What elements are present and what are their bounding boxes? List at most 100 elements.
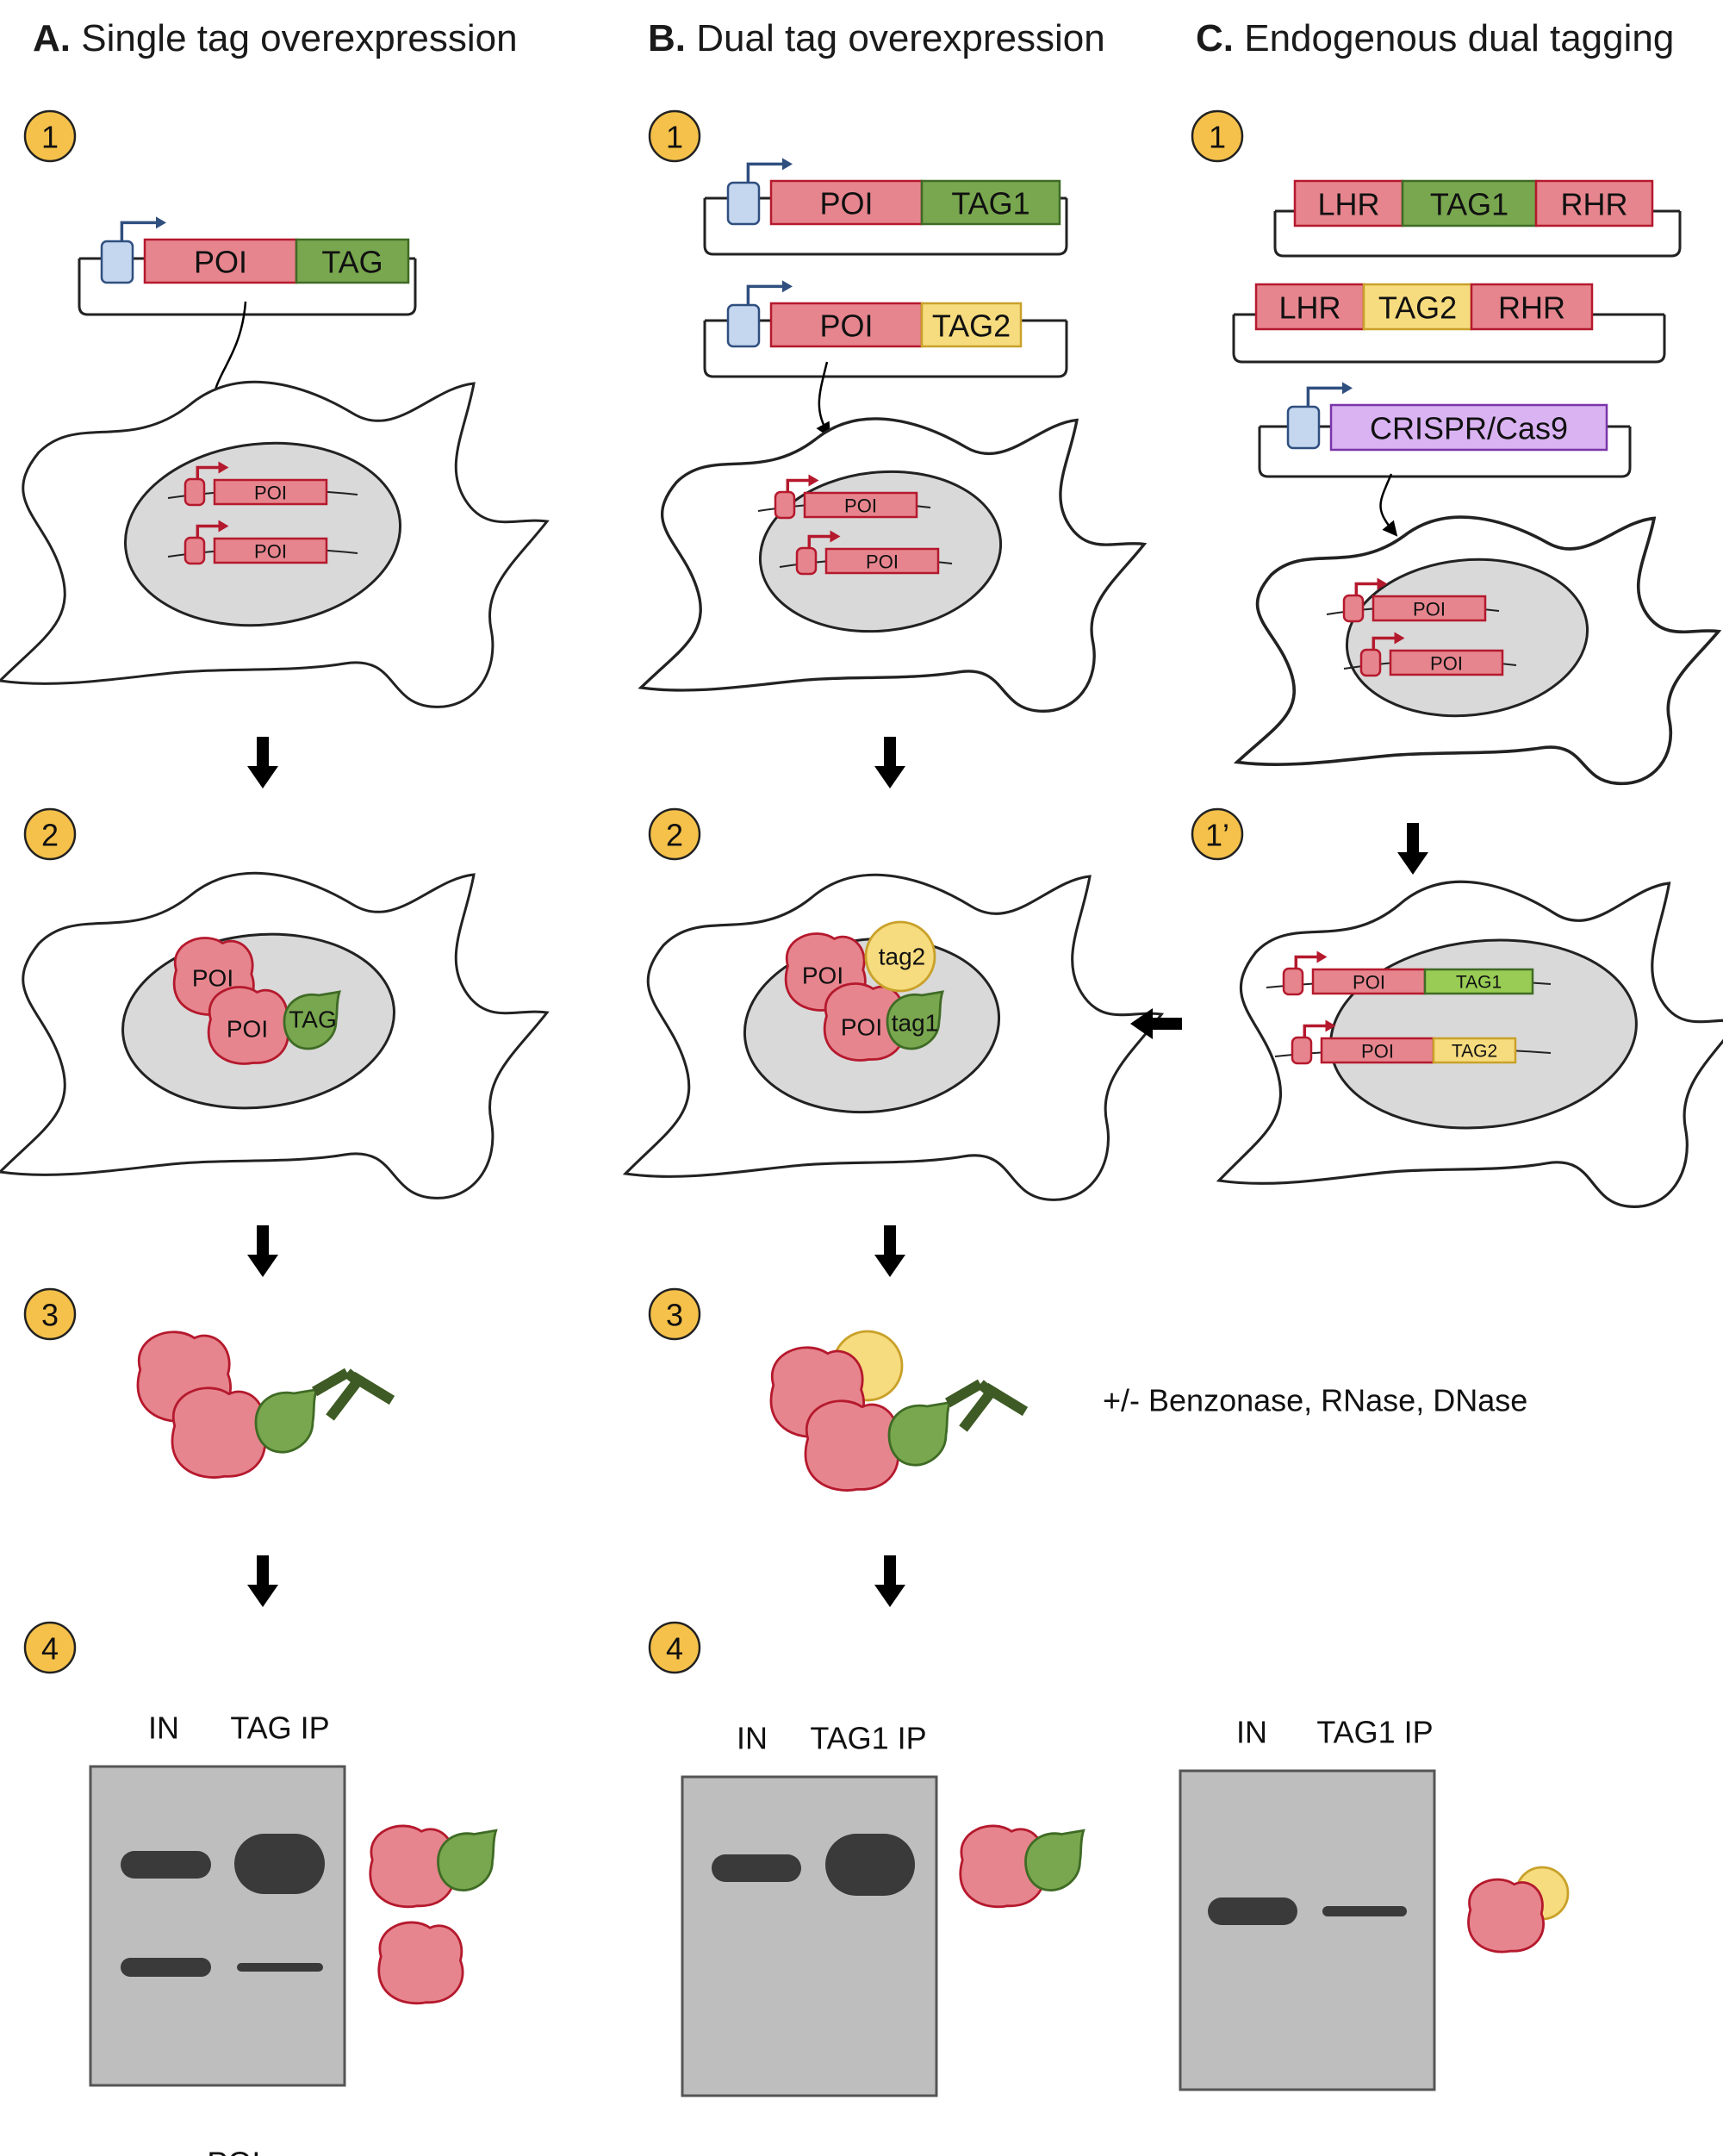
icon-c-poi xyxy=(1467,1878,1545,1953)
plasmid-a-tag xyxy=(295,238,410,284)
gene-poi-label: POI xyxy=(1413,599,1446,620)
plasmid-backbone xyxy=(703,321,1068,378)
complex-a3-poi-2 xyxy=(171,1386,266,1479)
promoter-box xyxy=(1282,967,1304,996)
plasmid-c2-tag2 xyxy=(1362,283,1473,331)
plasmid-c2-tag2-label: TAG2 xyxy=(1378,290,1457,326)
promoter-arrow-line xyxy=(746,162,782,183)
panel-c-text: Endogenous dual tagging xyxy=(1244,17,1675,59)
plasmid-b1-poi-label: POI xyxy=(819,186,873,221)
step-badge-label: 3 xyxy=(666,1298,683,1333)
gene-tag-label: TAG2 xyxy=(1452,1042,1497,1062)
plasmid-c2-lhr-label: LHR xyxy=(1278,290,1340,326)
step-badge-circle xyxy=(648,109,701,163)
gene-poi xyxy=(1389,649,1504,676)
plasmid-c3-cas9 xyxy=(1329,403,1608,452)
plasmid-b2-tag2-label: TAG2 xyxy=(932,308,1011,344)
blot-protein-icons xyxy=(369,1824,1570,2005)
arrow-a-3to4 xyxy=(247,1555,278,1607)
plasmid-c1-tag1-label: TAG1 xyxy=(1430,187,1508,222)
promoter-box xyxy=(1342,594,1365,623)
step-badge-circle xyxy=(23,1621,77,1674)
step-badge-a1: 1 xyxy=(23,109,77,163)
blot-a-membrane xyxy=(89,1765,346,2087)
protein-tag-a2 xyxy=(283,990,342,1050)
promoter-arrow-head xyxy=(808,474,819,487)
antibody xyxy=(944,1379,1029,1432)
panel-c-letter: C. xyxy=(1196,17,1234,59)
promoter-box xyxy=(795,546,818,576)
promoter-arrow-head xyxy=(218,520,229,533)
promoter-arrow-line xyxy=(1294,955,1317,969)
plasmid-a-poi-label: POI xyxy=(194,245,247,280)
plasmid-backbone xyxy=(1232,315,1666,364)
blot-a-band-2 xyxy=(121,1958,211,1977)
icon-a-poi-2 xyxy=(377,1921,464,2005)
gene-tag-label: TAG1 xyxy=(1456,973,1502,993)
step-badge-b2: 2 xyxy=(648,807,701,861)
plasmid-backbone xyxy=(703,198,1068,256)
gene-poi xyxy=(803,491,918,519)
gene-poi xyxy=(1311,968,1427,995)
plasmid-a-tag-label: TAG xyxy=(321,245,383,280)
protein-tag1-b2-label: tag1 xyxy=(892,1010,939,1037)
protein-poi-b2-2-label: POI xyxy=(841,1014,882,1041)
promoter-box xyxy=(726,303,761,348)
plasmid-b2-tag2 xyxy=(920,302,1023,348)
gene-poi xyxy=(1372,595,1487,622)
blot-a-lane-0: IN xyxy=(148,1710,179,1746)
panel-a-title: A. Single tag overexpression xyxy=(33,17,518,60)
gene-poi xyxy=(824,547,940,575)
protein-poi-a2-2-label: POI xyxy=(227,1016,268,1043)
arrow-b-3to4 xyxy=(874,1555,905,1607)
blot-c-lane-1: TAG1 IP xyxy=(1316,1715,1433,1750)
step-badge-circle xyxy=(648,1621,701,1674)
blot-b-band-0 xyxy=(712,1854,801,1882)
step-badge-label: 2 xyxy=(666,818,683,853)
promoter-box xyxy=(1291,1036,1313,1065)
step-badge-a2: 2 xyxy=(23,807,77,861)
protein-tag2-b2 xyxy=(864,920,936,993)
protein-tag2-b2-label: tag2 xyxy=(879,944,926,970)
promoter-arrow-line xyxy=(746,284,782,305)
promoter-box xyxy=(183,536,206,565)
arrow-a-1to2 xyxy=(247,737,278,788)
panel-b-letter: B. xyxy=(648,17,686,59)
step-badge-label: 1 xyxy=(666,120,683,155)
step-badge-label: 1 xyxy=(41,120,59,155)
promoter-arrow-line xyxy=(120,221,156,241)
step-badge-b1: 1 xyxy=(648,109,701,163)
plasmid-c1-lhr xyxy=(1293,179,1404,227)
blot-b-lane-1: TAG1 IP xyxy=(810,1721,926,1756)
gene-tag xyxy=(1423,968,1534,995)
blot-b-membrane xyxy=(681,1775,938,2097)
promoter-arrow-head xyxy=(1377,577,1388,590)
step-badge-a3: 3 xyxy=(23,1287,77,1341)
promoter-arrow-line xyxy=(1306,386,1342,407)
blot-c-antibody: α-TAG2 xyxy=(1253,2150,1360,2156)
complex-b3-poi-2 xyxy=(804,1399,899,1492)
step-badge-b3: 3 xyxy=(648,1287,701,1341)
step-badge-circle xyxy=(23,807,77,861)
panel-b-text: Dual tag overexpression xyxy=(696,17,1105,59)
arrow-b-2to3 xyxy=(874,1225,905,1277)
step-badge-label: 1’ xyxy=(1205,818,1229,853)
panel-a-text: Single tag overexpression xyxy=(81,17,518,59)
gene-poi-label: POI xyxy=(254,483,287,504)
promoter-arrow-line xyxy=(807,534,830,548)
step-badge-circle xyxy=(23,109,77,163)
step-badge-c1: 1 xyxy=(1191,109,1244,163)
blot-c-lane-0: IN xyxy=(1236,1715,1267,1750)
plasmid-c2-rhr xyxy=(1470,283,1594,331)
promoter-box xyxy=(1286,405,1321,450)
blot-c: IN TAG1 IP α-TAG2 xyxy=(1179,1715,1436,2156)
promoter-arrow-head xyxy=(1342,382,1353,395)
plasmid-c1-rhr-label: RHR xyxy=(1561,187,1628,222)
